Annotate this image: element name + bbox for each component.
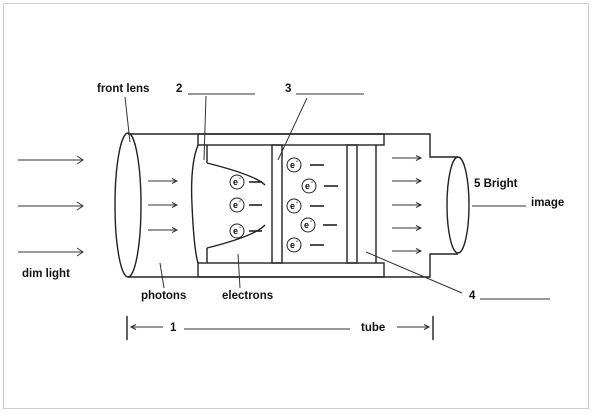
phosphor-screen-1 <box>346 144 358 264</box>
leader-3 <box>277 97 308 161</box>
label-front-lens: front lens <box>97 83 149 95</box>
incoming-light-arrows <box>18 155 84 257</box>
svg-text:-: - <box>239 199 241 205</box>
leader-4 <box>365 251 463 294</box>
cathode-curve-top <box>206 162 266 186</box>
electron-6: e - <box>286 198 324 214</box>
tube-body <box>114 132 470 278</box>
eyepiece-top <box>384 133 458 158</box>
eyepiece-bottom <box>384 253 458 278</box>
leader-electrons <box>237 253 241 289</box>
light-arrowhead-1 <box>76 155 84 165</box>
electrons-stage-2: e - e - e - e - e - <box>286 157 338 253</box>
electron-7: e - <box>300 217 337 233</box>
label-3: 3 <box>285 83 291 95</box>
label-5-bright: 5 Bright <box>474 178 518 190</box>
leader-photons <box>159 262 165 289</box>
electron-4: e - <box>286 157 324 173</box>
light-arrowhead-3 <box>76 247 84 257</box>
tube-dimension <box>126 316 434 340</box>
top-band <box>197 133 385 146</box>
svg-text:e: e <box>233 177 238 187</box>
electrons-stage-1: e - e - e - <box>229 174 262 239</box>
svg-text:-: - <box>239 176 241 182</box>
photon-arrows <box>148 178 179 233</box>
front-lens-shape <box>114 132 142 278</box>
label-tube: tube <box>361 322 385 334</box>
electron-8: e - <box>286 237 324 253</box>
label-photons: photons <box>141 290 186 302</box>
leader-front-lens <box>124 96 131 143</box>
svg-text:e: e <box>304 220 309 230</box>
svg-text:e: e <box>290 201 295 211</box>
electron-5: e - <box>301 178 338 194</box>
light-arrowhead-2 <box>76 201 84 211</box>
svg-text:-: - <box>239 225 241 231</box>
label-image: image <box>531 197 564 209</box>
bottom-band <box>197 262 385 278</box>
label-electrons: electrons <box>222 290 273 302</box>
svg-text:-: - <box>296 200 298 206</box>
leader-lines <box>124 93 550 300</box>
electron-1: e - <box>229 174 262 190</box>
svg-text:e: e <box>290 160 295 170</box>
electron-3: e - <box>229 223 262 239</box>
svg-text:-: - <box>310 219 312 225</box>
label-2: 2 <box>176 83 182 95</box>
svg-text:-: - <box>311 180 313 186</box>
photocathode-left <box>190 144 199 264</box>
output-arrows <box>392 155 423 254</box>
svg-text:-: - <box>296 159 298 165</box>
leader-2 <box>203 95 207 161</box>
microchannel-plate <box>271 144 283 264</box>
svg-text:e: e <box>290 240 295 250</box>
label-4: 4 <box>469 290 476 302</box>
svg-text:e: e <box>233 200 238 210</box>
label-dim-light: dim light <box>22 268 70 280</box>
eyepiece-lens <box>446 156 470 254</box>
cathode-curve-bottom <box>206 224 266 249</box>
svg-text:e: e <box>233 226 238 236</box>
electron-2: e - <box>229 197 262 213</box>
label-1: 1 <box>170 322 177 334</box>
svg-text:e: e <box>305 181 310 191</box>
svg-text:-: - <box>296 239 298 245</box>
